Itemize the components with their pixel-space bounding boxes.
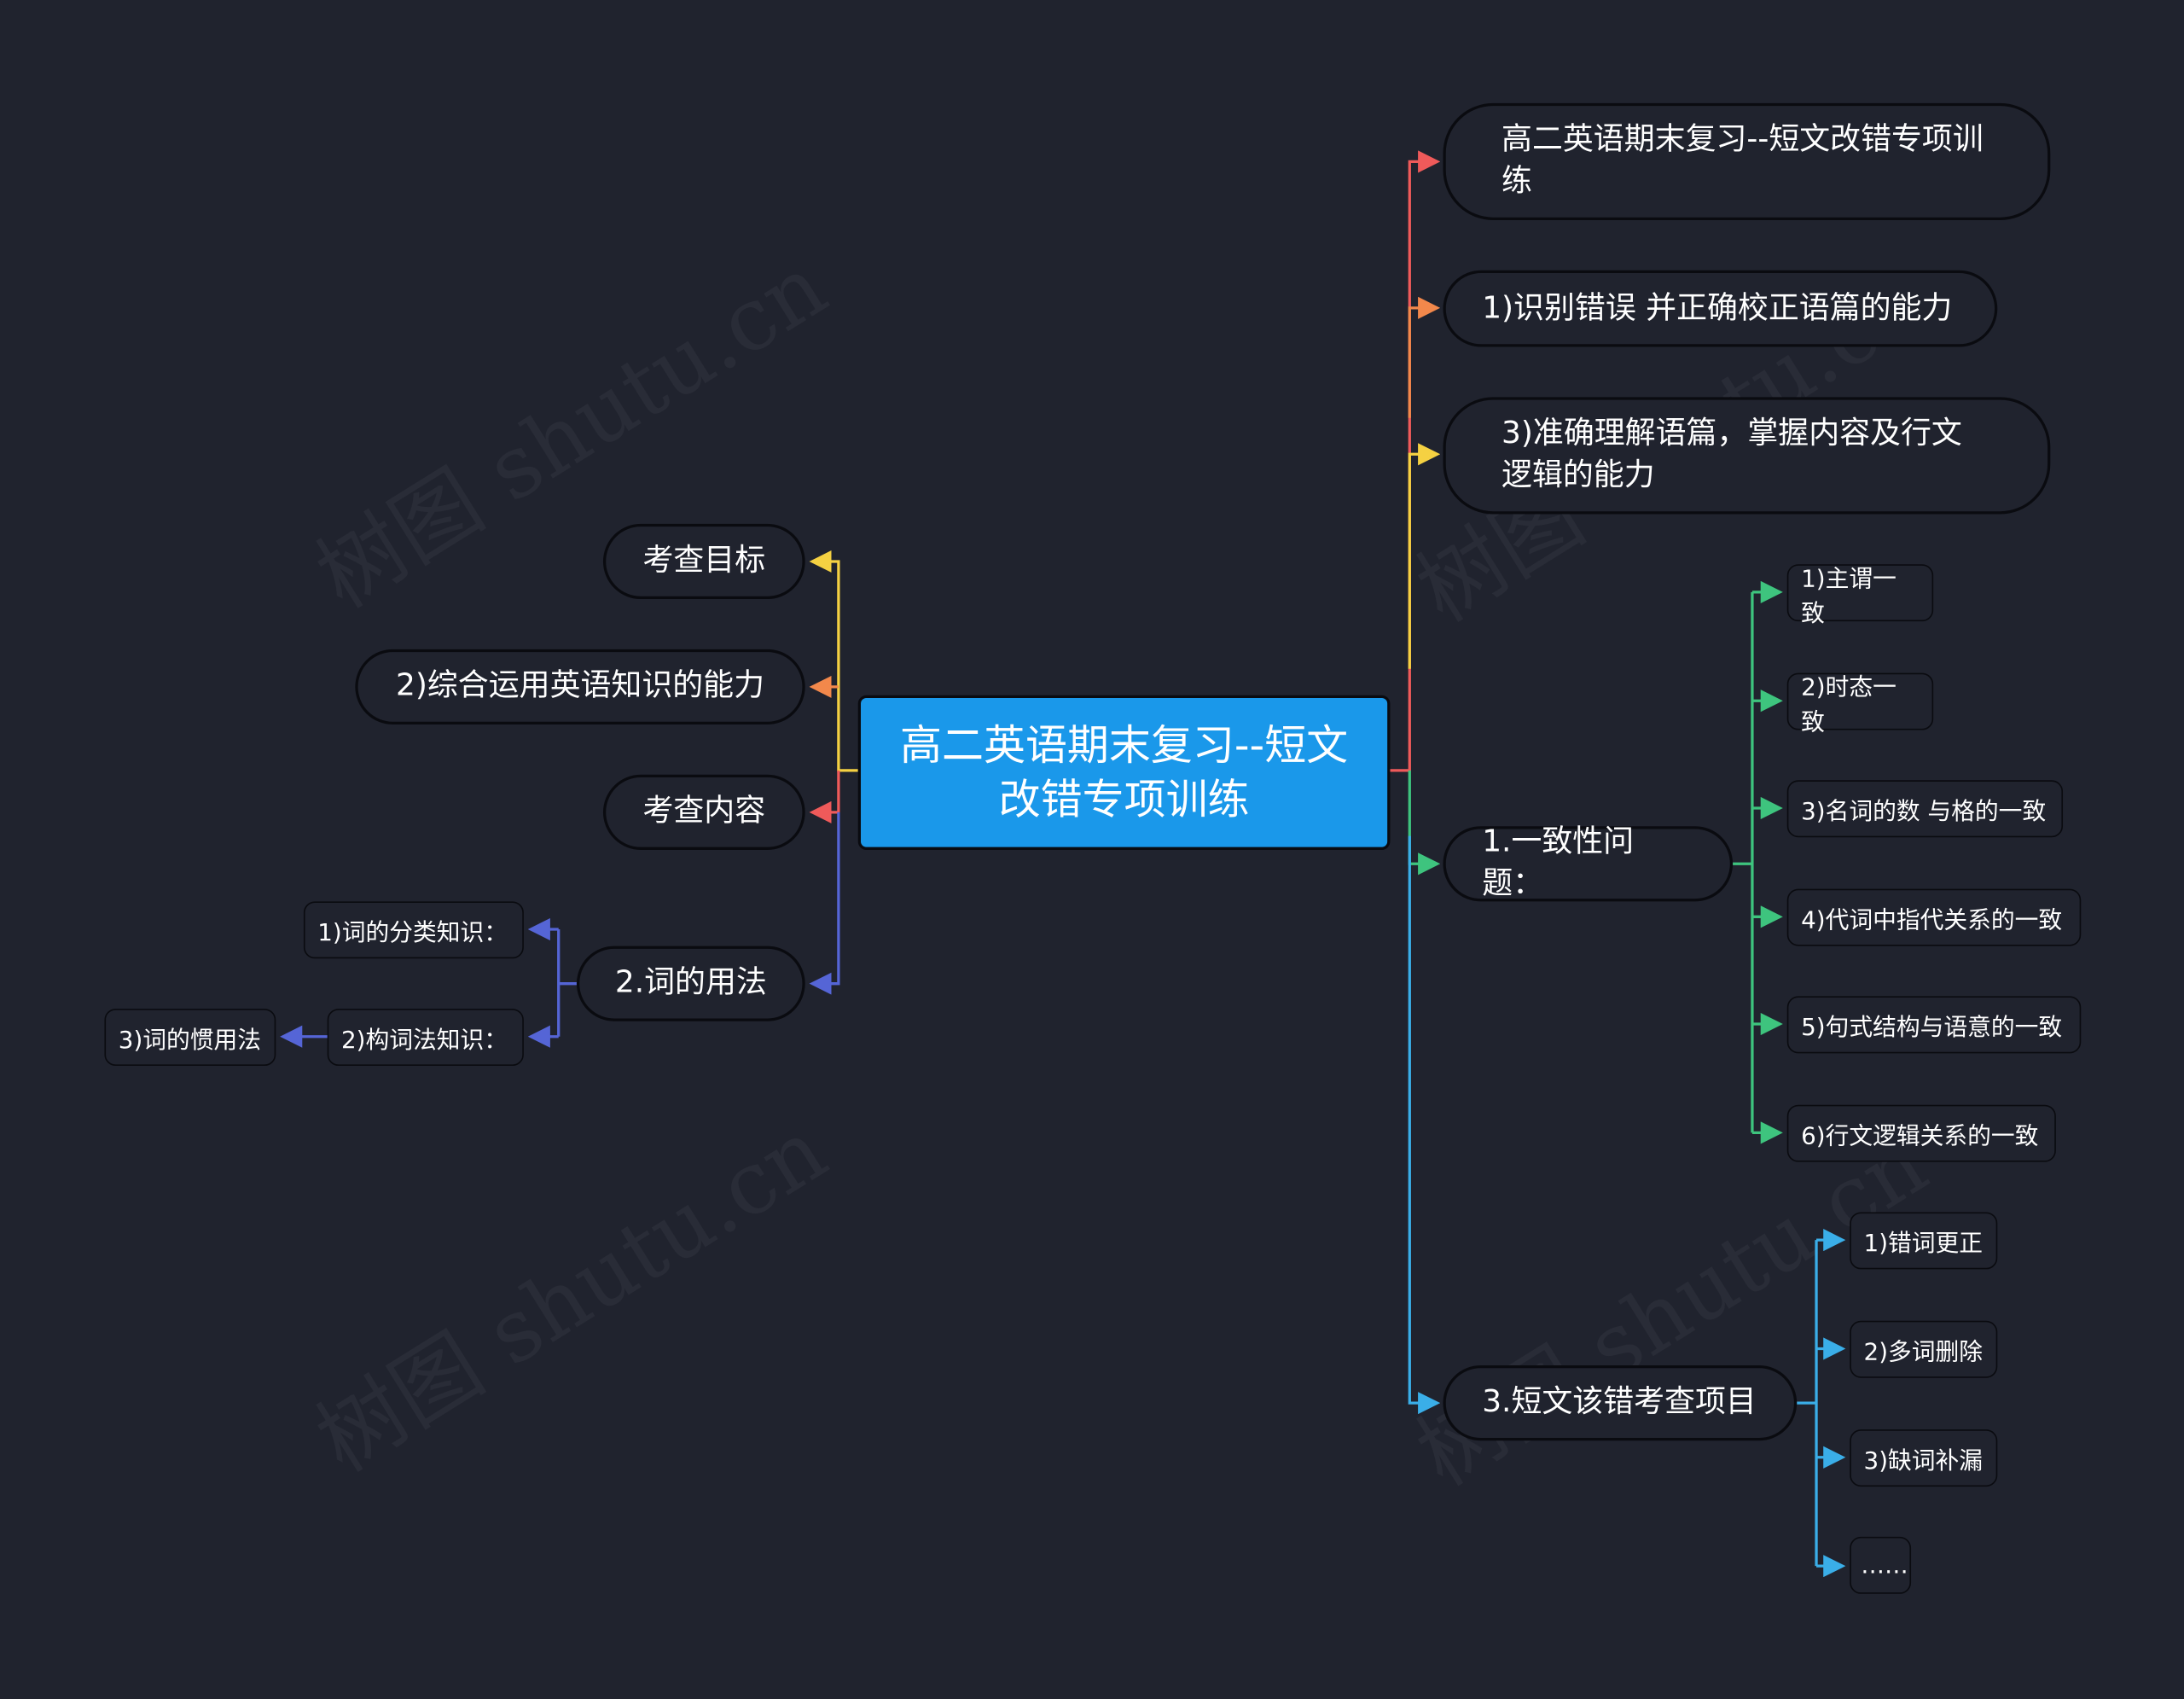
- usage-item[interactable]: 2)构词法知识：: [327, 1009, 524, 1067]
- project-item[interactable]: 3)缺词补漏: [1850, 1429, 1998, 1487]
- node-content[interactable]: 考查内容: [602, 774, 805, 850]
- node-goal[interactable]: 考查目标: [602, 523, 805, 600]
- node-ability-3[interactable]: 3)准确理解语篇，掌握内容及行文逻辑的能力: [1443, 397, 2051, 515]
- consistency-item[interactable]: 4)代词中指代关系的一致: [1786, 888, 2082, 946]
- project-item[interactable]: 1)错词更正: [1850, 1212, 1998, 1270]
- usage-item[interactable]: 1)词的分类知识：: [303, 901, 524, 959]
- consistency-item[interactable]: 5)句式结构与语意的一致: [1786, 996, 2082, 1054]
- project-item[interactable]: 2)多词删除: [1850, 1320, 1998, 1378]
- consistency-item[interactable]: 3)名词的数 与格的一致: [1786, 780, 2064, 838]
- node-ability-1[interactable]: 1)识别错误 并正确校正语篇的能力: [1443, 270, 1998, 347]
- node-projects[interactable]: 3.短文该错考查项目: [1443, 1365, 1798, 1441]
- node-consistency[interactable]: 1.一致性问题：: [1443, 825, 1734, 902]
- node-title[interactable]: 高二英语期末复习--短文改错专项训练: [1443, 102, 2051, 220]
- root-node[interactable]: 高二英语期末复习--短文改错专项训练: [857, 695, 1391, 850]
- project-item[interactable]: ……: [1850, 1536, 1912, 1594]
- node-ability-2[interactable]: 2)综合运用英语知识的能力: [355, 649, 805, 725]
- node-usage[interactable]: 2.词的用法: [576, 946, 805, 1021]
- consistency-item[interactable]: 2)时态一致: [1786, 672, 1934, 736]
- usage-sub-item[interactable]: 3)词的惯用法: [104, 1009, 276, 1067]
- consistency-item[interactable]: 6)行文逻辑关系的一致: [1786, 1104, 2056, 1162]
- consistency-item[interactable]: 1)主谓一致: [1786, 564, 1934, 628]
